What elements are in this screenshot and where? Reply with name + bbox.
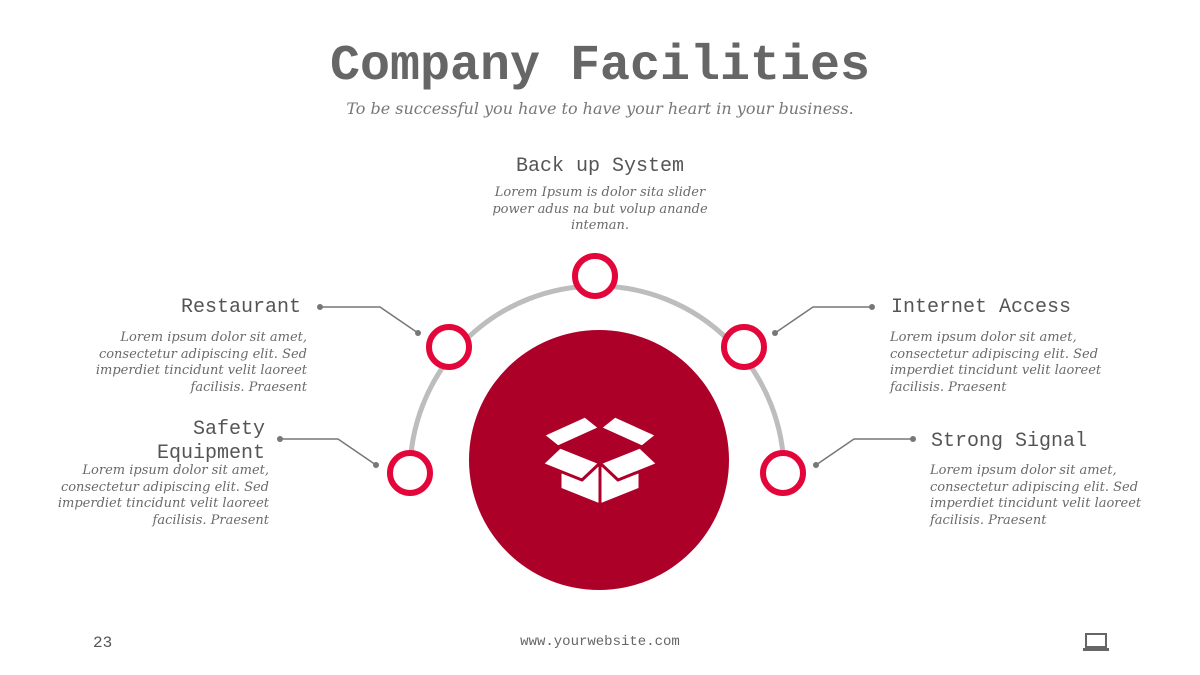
page-number: 23 [93,634,113,652]
item-text-internet-access: Lorem ipsum dolor sit amet, consectetur … [890,330,1102,395]
node-ring-internet-access [721,324,767,370]
connector-restaurant [320,306,419,334]
center-circle [469,330,729,590]
node-ring-back-up-system [572,253,618,299]
item-text-strong-signal: Lorem ipsum dolor sit amet, consectetur … [930,463,1142,528]
item-title-safety-equipment: Safety Equipment [156,418,265,465]
item-title-strong-signal: Strong Signal [931,430,1088,453]
website-url: www.yourwebsite.com [520,634,680,650]
laptop-icon [1083,633,1109,651]
item-title-restaurant: Restaurant [180,296,301,319]
item-text-safety-equipment: Lorem ipsum dolor sit amet, consectetur … [57,463,269,528]
node-ring-strong-signal [760,450,806,496]
box-icon [540,414,660,507]
item-text-restaurant: Lorem ipsum dolor sit amet, consectetur … [95,330,307,395]
connector-internet [774,306,872,334]
page-title: Company Facilities [329,38,871,95]
connector-dots [277,304,916,468]
connector-lines [280,306,913,466]
connector-signal [815,438,913,466]
item-title-internet-access: Internet Access [891,296,1072,319]
node-ring-restaurant [426,324,472,370]
connector-safety [280,438,377,466]
page-subtitle: To be successful you have to have your h… [346,99,854,118]
node-ring-safety-equipment [387,450,433,496]
item-title-back-up-system: Back up System [515,155,685,178]
item-text-back-up-system: Lorem Ipsum is dolor sita slider power a… [492,185,708,233]
